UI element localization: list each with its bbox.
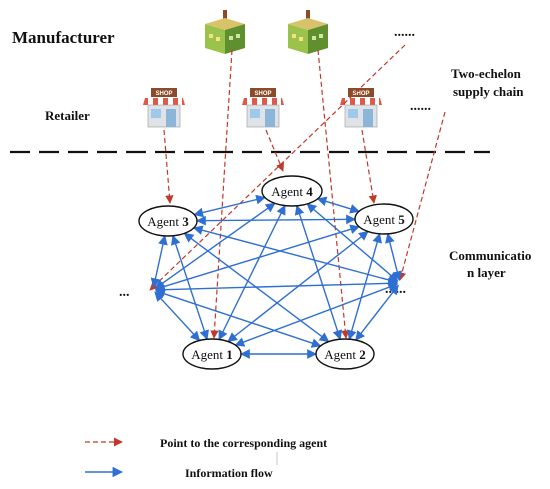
agent-4-label: Agent 4	[271, 184, 313, 199]
info-flow-a3-a5	[196, 214, 356, 226]
information-flow-network	[150, 194, 402, 359]
info-flow-a2-dl	[154, 289, 322, 348]
communication-label-line2: n layer	[467, 265, 506, 280]
info-flow-a2-a5	[347, 232, 382, 341]
factory2-to-agent2-arrow	[317, 49, 350, 339]
agent-4: Agent 4	[261, 175, 323, 207]
retailer-ellipsis-arrow	[397, 111, 446, 281]
supply-chain-label-line1: Two-echelon	[451, 66, 522, 81]
factory-icon-2	[288, 10, 328, 54]
retailer-ellipsis: ......	[410, 99, 431, 114]
agent-1: Agent 1	[182, 338, 242, 370]
agent-2: Agent 2	[315, 338, 375, 370]
agent-ellipsis-left: ...	[119, 285, 130, 300]
info-flow-a5-dl	[154, 224, 361, 292]
info-flow-a3-dl	[150, 234, 168, 289]
info-flow-dl-dr	[155, 278, 398, 295]
info-flow-a3-a4	[193, 194, 266, 218]
agent-5: Agent 5	[354, 203, 414, 235]
info-flow-a1-dl	[154, 291, 201, 342]
agent-2-ellipse	[315, 338, 375, 370]
factory-icon-1	[205, 10, 245, 54]
shop-sign: SHOP	[155, 91, 172, 97]
agent-1-label: Agent 1	[191, 347, 233, 362]
agent-5-ellipse	[354, 203, 414, 235]
manufacturer-label: Manufacturer	[12, 28, 115, 47]
supply-chain-label-line2: supply chain	[453, 84, 524, 99]
legend-info-label: Information flow	[185, 466, 273, 480]
info-flow-a1-a4	[218, 204, 286, 341]
agent-4-ellipse	[261, 175, 323, 207]
factory-ellipsis-arrow	[149, 44, 406, 291]
info-flow-a4-a5	[316, 196, 360, 214]
agent-1-ellipse	[182, 338, 242, 370]
shop-sign: SHOP	[254, 91, 271, 97]
manufacturer-ellipsis: ......	[394, 25, 415, 40]
info-flow-a5-dr	[385, 232, 402, 282]
retailer-label: Retailer	[45, 108, 90, 123]
shop-sign: SHOP	[352, 91, 369, 97]
communication-label-line1: Communicatio	[449, 248, 531, 263]
agent-3: Agent 3	[138, 205, 198, 237]
factory1-to-agent1-arrow	[210, 49, 233, 339]
shop-icon-2: SHOP	[242, 88, 284, 128]
legend: Point to the corresponding agent Informa…	[85, 436, 327, 480]
agent-3-label: Agent 3	[147, 214, 189, 229]
agent-5-label: Agent 5	[363, 212, 405, 227]
shop3-to-agent5-arrow	[361, 129, 377, 204]
agent-2-label: Agent 2	[324, 347, 366, 362]
shop1-to-agent3-arrow	[163, 129, 174, 204]
shop-icon-3: SHOP	[340, 88, 382, 128]
legend-point-label: Point to the corresponding agent	[160, 436, 327, 450]
agent-3-ellipse	[138, 205, 198, 237]
info-flow-a1-dr	[234, 282, 399, 347]
shop-icon-1: SHOP	[143, 88, 185, 128]
